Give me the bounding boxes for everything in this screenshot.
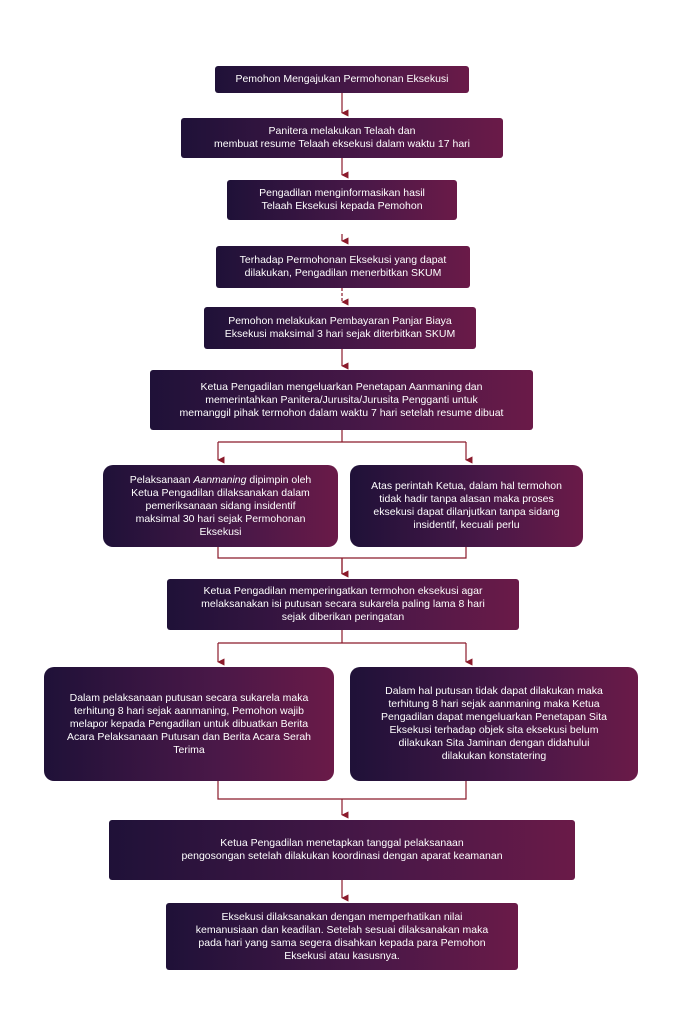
step-11-text: Eksekusi dilaksanakan dengan memperhatik…	[195, 910, 489, 962]
step-7a-italic: Aanmaning	[193, 473, 247, 486]
step-11-box: Eksekusi dilaksanakan dengan memperhatik…	[166, 903, 518, 970]
step-9b-text: Dalam hal putusan tidak dapat dilakukan …	[381, 685, 607, 762]
step-8-text: Ketua Pengadilan memperingatkan termohon…	[201, 585, 485, 623]
step-3-box: Pengadilan menginformasikan hasil Telaah…	[227, 180, 457, 220]
step-7a-text: Pelaksanaan Aanmaning dipimpin oleh Ketu…	[130, 474, 312, 539]
step-6-box: Ketua Pengadilan mengeluarkan Penetapan …	[150, 370, 533, 430]
step-9a-box: Dalam pelaksanaan putusan secara sukarel…	[44, 667, 334, 781]
step-2-text: Panitera melakukan Telaah dan membuat re…	[213, 125, 471, 150]
branch-6	[218, 430, 466, 443]
step-3-text: Pengadilan menginformasikan hasil Telaah…	[259, 187, 425, 212]
step-9a-text: Dalam pelaksanaan putusan secara sukarel…	[67, 691, 311, 756]
step-7b-box: Atas perintah Ketua, dalam hal termohon …	[350, 465, 583, 547]
step-9b-box: Dalam hal putusan tidak dapat dilakukan …	[350, 667, 638, 781]
step-4-text: Terhadap Permohonan Eksekusi yang dapat …	[239, 254, 447, 279]
step-8-box: Ketua Pengadilan memperingatkan termohon…	[167, 579, 519, 630]
step-4-box: Terhadap Permohonan Eksekusi yang dapat …	[216, 246, 470, 288]
step-7a-box: Pelaksanaan Aanmaning dipimpin oleh Ketu…	[103, 465, 338, 547]
branch-8	[218, 630, 466, 644]
step-7a-rest: dipimpin oleh Ketua Pengadilan dilaksana…	[131, 473, 312, 538]
merge-9	[217, 781, 467, 800]
step-5-box: Pemohon melakukan Pembayaran Panjar Biay…	[204, 307, 476, 349]
step-7a-prefix: Pelaksanaan	[129, 473, 194, 486]
step-5-text: Pemohon melakukan Pembayaran Panjar Biay…	[224, 315, 456, 340]
step-6-text: Ketua Pengadilan mengeluarkan Penetapan …	[179, 380, 504, 419]
step-1-box: Pemohon Mengajukan Permohonan Eksekusi	[215, 66, 469, 93]
step-7b-text: Atas perintah Ketua, dalam hal termohon …	[371, 480, 562, 531]
step-1-text: Pemohon Mengajukan Permohonan Eksekusi	[235, 73, 449, 85]
step-2-box: Panitera melakukan Telaah dan membuat re…	[181, 118, 503, 158]
step-10-box: Ketua Pengadilan menetapkan tanggal pela…	[109, 820, 575, 880]
step-10-text: Ketua Pengadilan menetapkan tanggal pela…	[181, 837, 503, 862]
